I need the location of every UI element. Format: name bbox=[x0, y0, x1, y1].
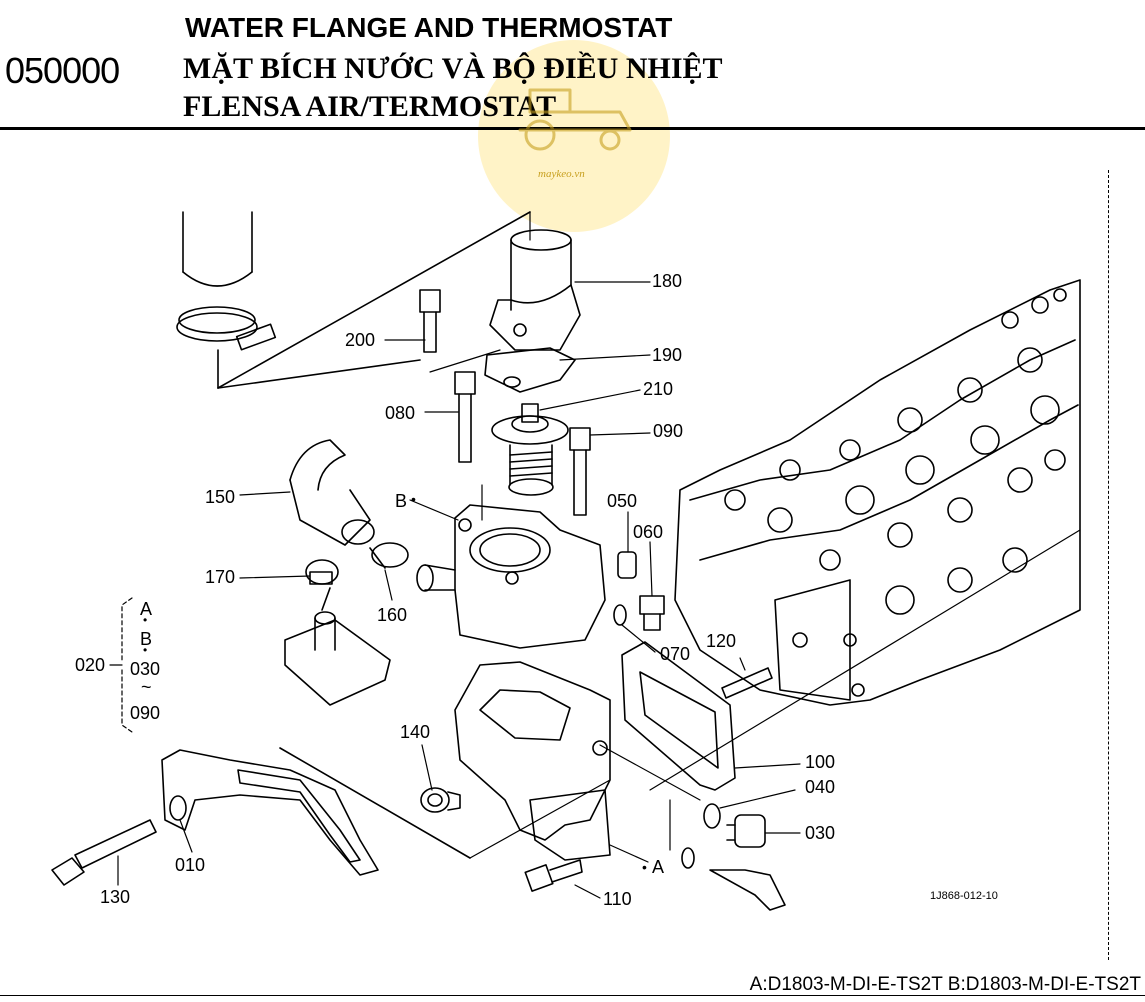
part-label-120: 120 bbox=[706, 631, 737, 651]
title-vietnamese: MẶT BÍCH NƯỚC VÀ BỘ ĐIỀU NHIỆT bbox=[183, 52, 723, 85]
bolt-110 bbox=[524, 859, 583, 892]
part-label-080: 080 bbox=[385, 403, 416, 423]
stud-120 bbox=[721, 667, 773, 699]
title-english: WATER FLANGE AND THERMOSTAT bbox=[185, 12, 673, 43]
page-dashed-border bbox=[1108, 170, 1109, 960]
part-label-140: 140 bbox=[400, 722, 431, 742]
group-020-to: 090 bbox=[130, 703, 161, 723]
nipple-140 bbox=[420, 787, 461, 813]
part-label-200: 200 bbox=[345, 330, 376, 350]
bolt-200 bbox=[419, 289, 441, 353]
part-label-190: 190 bbox=[652, 345, 683, 365]
gasket bbox=[621, 641, 736, 791]
marker-b-dot: • bbox=[411, 491, 416, 507]
title-indonesian: FLENSA AIR/TERMOSTAT bbox=[183, 90, 557, 123]
marker-a-label: A bbox=[652, 857, 665, 877]
bolt-090 bbox=[569, 427, 591, 516]
part-label-030: 030 bbox=[805, 823, 836, 843]
part-label-050: 050 bbox=[607, 491, 638, 511]
figure-code: 1J868-012-10 bbox=[930, 890, 998, 902]
water-flange bbox=[454, 661, 611, 861]
thermostat bbox=[491, 403, 569, 496]
sensor bbox=[681, 847, 786, 911]
footer-rule bbox=[0, 995, 1145, 996]
bolt-080 bbox=[454, 371, 476, 463]
bracket bbox=[161, 747, 471, 876]
group-020-tilde: ~ bbox=[141, 677, 152, 697]
applicability-footer: A:D1803-M-DI-E-TS2T B:D1803-M-DI-E-TS2T bbox=[749, 974, 1141, 995]
part-label-010: 010 bbox=[175, 855, 206, 875]
group-020-dot1: • bbox=[143, 613, 148, 627]
part-label-110: 110 bbox=[603, 889, 632, 909]
part-label-020: 020 bbox=[75, 655, 106, 675]
part-label-040: 040 bbox=[805, 777, 836, 797]
group-020-b: B bbox=[140, 629, 153, 649]
plug-030 bbox=[703, 803, 766, 848]
part-label-130: 130 bbox=[100, 887, 131, 907]
bolt-130 bbox=[51, 819, 157, 886]
part-label-070: 070 bbox=[660, 644, 691, 664]
group-020-a: A bbox=[140, 599, 153, 619]
upper-hose bbox=[176, 211, 531, 389]
washer-070 bbox=[613, 604, 627, 626]
part-label-150: 150 bbox=[205, 487, 236, 507]
part-label-180: 180 bbox=[652, 271, 683, 291]
leader-lines bbox=[117, 211, 1081, 899]
part-label-100: 100 bbox=[805, 752, 836, 772]
group-bracket bbox=[121, 597, 133, 733]
section-code: 050000 bbox=[5, 50, 120, 91]
water-outlet-flange bbox=[484, 229, 581, 393]
part-label-210: 210 bbox=[643, 379, 674, 399]
plug-050 bbox=[617, 551, 637, 579]
thermostat-housing bbox=[416, 504, 606, 649]
cylinder-head bbox=[674, 279, 1081, 706]
part-label-170: 170 bbox=[205, 567, 236, 587]
bypass-hose bbox=[289, 439, 375, 546]
part-label-160: 160 bbox=[377, 605, 408, 625]
hose-clamps bbox=[284, 542, 409, 706]
marker-b-label: B bbox=[395, 491, 408, 511]
bolt-060 bbox=[639, 595, 665, 631]
watermark-tractor bbox=[518, 88, 632, 151]
part-label-060: 060 bbox=[633, 522, 664, 542]
watermark-text: maykeo.vn bbox=[538, 168, 585, 180]
group-020-from: 030 bbox=[130, 659, 161, 679]
group-020-dot2: • bbox=[143, 643, 148, 657]
marker-a-dot: • bbox=[642, 859, 647, 875]
part-label-090: 090 bbox=[653, 421, 684, 441]
watermark-logo bbox=[478, 40, 670, 232]
